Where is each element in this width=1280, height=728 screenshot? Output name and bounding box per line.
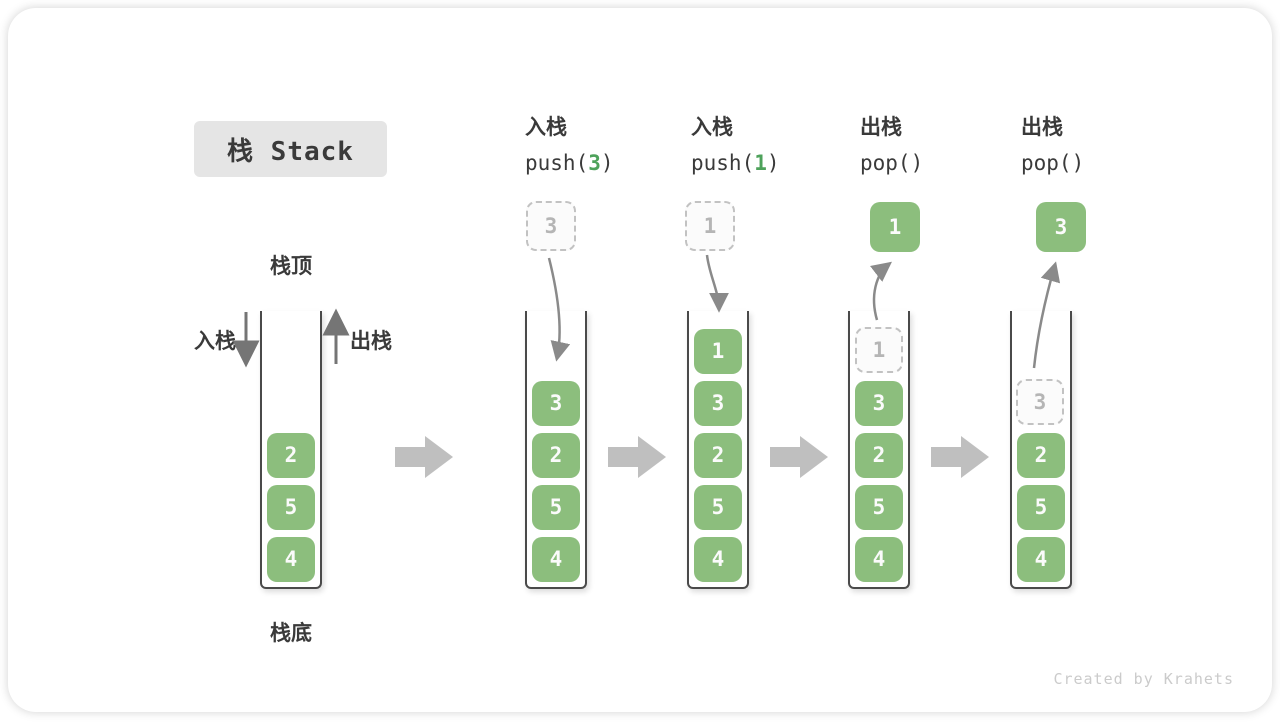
ghost-slot: 3 bbox=[1016, 379, 1064, 425]
op-header-push3: 入栈 push(3) bbox=[525, 114, 614, 176]
popped-value-box: 3 bbox=[1036, 202, 1086, 252]
push-motion-arrow-icon bbox=[547, 257, 571, 362]
stack-item: 1 bbox=[694, 329, 742, 374]
stack-item: 4 bbox=[694, 537, 742, 582]
incoming-value-box: 3 bbox=[526, 201, 576, 251]
op-zh-label: 出栈 bbox=[860, 115, 902, 139]
next-state-arrow-icon bbox=[608, 436, 666, 478]
pop-motion-arrow-icon bbox=[870, 261, 892, 321]
stack-item: 3 bbox=[532, 381, 580, 426]
pop-side-label: 出栈 bbox=[350, 329, 392, 353]
diagram-title: 栈 Stack bbox=[194, 121, 387, 177]
code-suffix: ) bbox=[600, 151, 614, 175]
stack-item: 2 bbox=[694, 433, 742, 478]
push-motion-arrow-icon bbox=[705, 254, 729, 313]
incoming-value-box: 1 bbox=[685, 201, 735, 251]
next-state-arrow-icon bbox=[931, 436, 989, 478]
ghost-slot: 1 bbox=[855, 327, 903, 373]
watermark: Created by Krahets bbox=[1053, 670, 1234, 688]
code-prefix: push( bbox=[525, 151, 589, 175]
stack-item: 5 bbox=[694, 485, 742, 530]
code-prefix: pop() bbox=[860, 151, 924, 175]
op-code-label: push(1) bbox=[691, 150, 780, 176]
stack-item: 4 bbox=[855, 537, 903, 582]
stack-bottom-label: 栈底 bbox=[270, 621, 312, 645]
next-state-arrow-icon bbox=[395, 436, 453, 478]
code-prefix: push( bbox=[691, 151, 755, 175]
arrows-overlay bbox=[232, 254, 1061, 478]
op-code-label: push(3) bbox=[525, 150, 614, 176]
stack-item: 5 bbox=[267, 485, 315, 530]
stack-item: 2 bbox=[855, 433, 903, 478]
stack-item: 5 bbox=[1017, 485, 1065, 530]
op-code-label: pop() bbox=[860, 150, 923, 176]
stack-item: 4 bbox=[1017, 537, 1065, 582]
stack-container-1 bbox=[260, 311, 322, 589]
stack-item: 3 bbox=[694, 381, 742, 426]
stack-container-3 bbox=[687, 311, 749, 589]
stack-item: 5 bbox=[855, 485, 903, 530]
pop-motion-arrow-icon bbox=[1032, 261, 1061, 369]
stack-item: 4 bbox=[532, 537, 580, 582]
stack-item: 2 bbox=[532, 433, 580, 478]
op-header-push1: 入栈 push(1) bbox=[691, 114, 780, 176]
op-zh-label: 入栈 bbox=[525, 115, 567, 139]
code-suffix: ) bbox=[766, 151, 780, 175]
op-code-label: pop() bbox=[1021, 150, 1084, 176]
op-zh-label: 出栈 bbox=[1021, 115, 1063, 139]
stack-container-4 bbox=[848, 311, 910, 589]
stack-container-5 bbox=[1010, 311, 1072, 589]
code-prefix: pop() bbox=[1021, 151, 1085, 175]
stack-top-label: 栈顶 bbox=[270, 254, 312, 278]
stack-item: 3 bbox=[855, 381, 903, 426]
stack-item: 5 bbox=[532, 485, 580, 530]
code-arg: 3 bbox=[588, 151, 601, 175]
stack-item: 2 bbox=[267, 433, 315, 478]
stack-item: 2 bbox=[1017, 433, 1065, 478]
op-header-pop2: 出栈 pop() bbox=[1021, 114, 1084, 176]
op-header-pop1: 出栈 pop() bbox=[860, 114, 923, 176]
op-zh-label: 入栈 bbox=[691, 115, 733, 139]
popped-value-box: 1 bbox=[870, 202, 920, 252]
stack-item: 4 bbox=[267, 537, 315, 582]
diagram-card: 栈 Stack 栈顶 栈底 入栈 出栈 入栈 push(3) 入栈 push(1… bbox=[8, 8, 1272, 712]
stack-container-2 bbox=[525, 311, 587, 589]
code-arg: 1 bbox=[754, 151, 767, 175]
push-side-label: 入栈 bbox=[194, 329, 236, 353]
next-state-arrow-icon bbox=[770, 436, 828, 478]
